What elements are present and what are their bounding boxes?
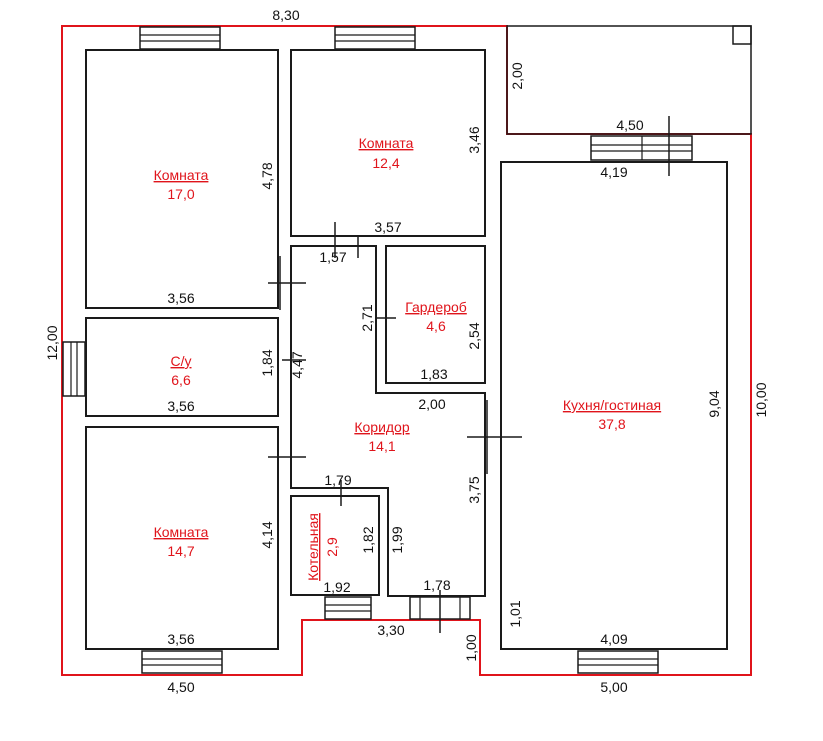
dim-wardrobe-height-left: 2,71 xyxy=(359,304,375,331)
window-kitchen-bottom xyxy=(577,650,659,674)
window-boiler xyxy=(324,596,372,620)
dim-room1-width: 3,56 xyxy=(167,290,194,306)
dim-boiler-height: 1,82 xyxy=(360,526,376,553)
dim-wardrobe-height-right: 2,54 xyxy=(466,322,482,349)
window-room1 xyxy=(139,26,221,50)
wardrobe-area: 4,6 xyxy=(426,318,446,334)
dim-boiler-top: 1,79 xyxy=(324,472,351,488)
dim-wc-height: 1,84 xyxy=(259,349,275,376)
kitchen-area: 37,8 xyxy=(598,416,625,432)
dim-hall-width: 1,78 xyxy=(423,577,450,593)
dim-left-total: 12,00 xyxy=(44,325,60,360)
dim-top-total: 8,30 xyxy=(272,7,299,23)
room3-area: 14,7 xyxy=(167,543,194,559)
dim-porch-width: 3,30 xyxy=(377,622,404,638)
room3-name: Комната xyxy=(154,524,209,540)
dim-kitchen-top: 4,19 xyxy=(600,164,627,180)
kitchen-outline xyxy=(500,161,728,650)
dim-corridor-height: 4,47 xyxy=(289,351,305,378)
dim-wardrobe-width: 1,83 xyxy=(420,366,447,382)
boiler-name: Котельная xyxy=(305,513,321,581)
kitchen-name: Кухня/гостиная xyxy=(563,397,661,413)
room1-name: Комната xyxy=(154,167,209,183)
outer-outline xyxy=(61,25,752,676)
dim-kitchen-height: 9,04 xyxy=(706,390,722,417)
wardrobe-name: Гардероб xyxy=(405,299,467,315)
dim-kitchen-door: 1,01 xyxy=(507,600,523,627)
dim-room2-width: 3,57 xyxy=(374,219,401,235)
dim-room3-height: 4,14 xyxy=(259,521,275,548)
room2-area: 12,4 xyxy=(372,155,399,171)
boiler-outline xyxy=(290,495,380,596)
dim-room2-height: 3,46 xyxy=(466,126,482,153)
window-room2 xyxy=(334,26,416,50)
dim-terrace-width: 4,50 xyxy=(616,117,643,133)
dim-bottom-left: 4,50 xyxy=(167,679,194,695)
room3-outline xyxy=(85,426,279,650)
window-wc xyxy=(62,341,86,397)
room1-area: 17,0 xyxy=(167,186,194,202)
wardrobe-outline xyxy=(385,245,486,384)
dim-room3-width: 3,56 xyxy=(167,631,194,647)
dim-bottom-right: 5,00 xyxy=(600,679,627,695)
boiler-area: 2,9 xyxy=(324,537,340,557)
room1-outline xyxy=(85,49,279,309)
dim-right-total: 10,00 xyxy=(753,382,769,417)
terrace-corner-mark xyxy=(732,25,752,45)
dim-corridor-mid: 2,00 xyxy=(418,396,445,412)
corridor-area: 14,1 xyxy=(368,438,395,454)
window-room3 xyxy=(141,650,223,674)
room2-outline xyxy=(290,49,486,237)
dim-room1-height: 4,78 xyxy=(259,162,275,189)
dim-corridor-low: 1,99 xyxy=(389,526,405,553)
room2-name: Комната xyxy=(359,135,414,151)
wc-outline xyxy=(85,317,279,417)
dim-corridor-right: 3,75 xyxy=(466,476,482,503)
window-kitchen-top xyxy=(590,135,693,161)
dim-porch-height: 1,00 xyxy=(463,634,479,661)
corridor-name: Коридор xyxy=(354,419,410,435)
wc-name: С/у xyxy=(171,353,192,369)
terrace xyxy=(506,25,752,135)
door-ticks xyxy=(268,116,670,633)
wc-area: 6,6 xyxy=(171,372,191,388)
dim-terrace-height: 2,00 xyxy=(509,62,525,89)
dim-corridor-top: 1,57 xyxy=(319,249,346,265)
dim-kitchen-bottom: 4,09 xyxy=(600,631,627,647)
dim-wc-width: 3,56 xyxy=(167,398,194,414)
dim-boiler-width: 1,92 xyxy=(323,579,350,595)
